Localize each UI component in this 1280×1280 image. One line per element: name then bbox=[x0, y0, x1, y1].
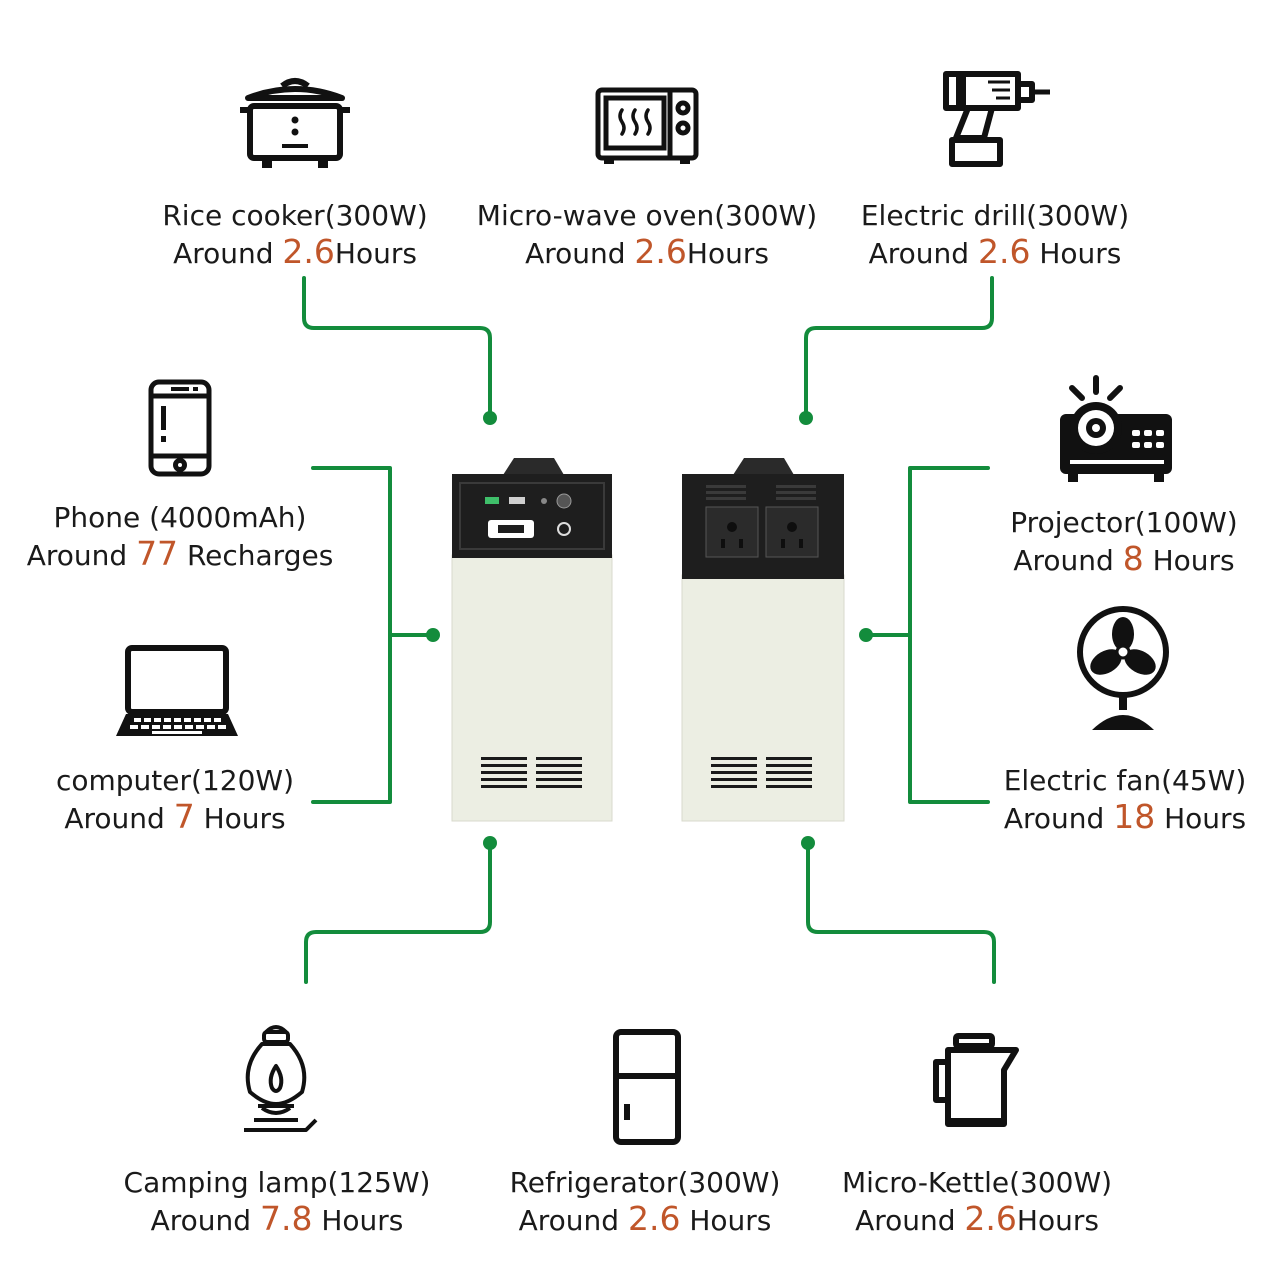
unit-body bbox=[451, 554, 613, 822]
laptop-icon bbox=[116, 645, 238, 736]
item-name: computer(120W) bbox=[55, 764, 294, 797]
label-micro-kettle: Micro-Kettle(300W) Around 2.6Hours bbox=[828, 1165, 1126, 1239]
label-projector: Projector(100W) Around 8 Hours bbox=[998, 505, 1250, 579]
power-station-right-unit bbox=[681, 458, 845, 822]
runtime-value: 77 bbox=[136, 534, 179, 573]
lantern-icon bbox=[244, 1025, 318, 1132]
connector-rice-cooker bbox=[302, 276, 492, 420]
label-rice-cooker: Rice cooker(300W) Around 2.6Hours bbox=[150, 198, 440, 272]
usb-port-icon bbox=[485, 497, 499, 504]
ac-outlet-icon bbox=[765, 506, 819, 558]
runtime-value: 7.8 bbox=[259, 1199, 313, 1238]
item-name: Micro-Kettle(300W) bbox=[841, 1166, 1113, 1199]
kettle-icon bbox=[933, 1033, 1019, 1127]
runtime-value: 7 bbox=[173, 797, 195, 836]
connector-right-bracket bbox=[864, 466, 990, 804]
item-name: Phone (4000mAh) bbox=[53, 501, 307, 534]
dc-port-icon bbox=[556, 493, 572, 509]
connector-dot bbox=[801, 836, 815, 850]
item-name: Micro-wave oven(300W) bbox=[476, 199, 818, 232]
unit-control-panel bbox=[452, 474, 612, 558]
drill-icon bbox=[943, 71, 1050, 167]
power-button-icon bbox=[557, 522, 571, 536]
label-camping-lamp: Camping lamp(125W) Around 7.8 Hours bbox=[110, 1165, 444, 1239]
runtime-value: 2.6 bbox=[964, 1199, 1017, 1238]
runtime-value: 18 bbox=[1113, 797, 1156, 836]
rice-cooker-icon bbox=[240, 78, 350, 168]
label-phone: Phone (4000mAh) Around 77 Recharges bbox=[16, 500, 344, 574]
runtime-value: 2.6 bbox=[977, 232, 1031, 271]
connector-dot bbox=[859, 628, 873, 642]
connector-left-bracket bbox=[311, 466, 435, 804]
item-name: Projector(100W) bbox=[1010, 506, 1238, 539]
unit-body bbox=[681, 574, 845, 822]
item-name: Camping lamp(125W) bbox=[123, 1166, 431, 1199]
item-name: Refrigerator(300W) bbox=[509, 1166, 781, 1199]
runtime-value: 2.6 bbox=[627, 1199, 681, 1238]
connector-camping-lamp bbox=[304, 841, 492, 984]
item-name: Rice cooker(300W) bbox=[162, 199, 428, 232]
runtime-value: 2.6 bbox=[634, 232, 687, 271]
connector-micro-kettle bbox=[806, 841, 996, 984]
runtime-value: 2.6 bbox=[282, 232, 335, 271]
phone-icon bbox=[148, 379, 212, 477]
usb-port-icon bbox=[509, 497, 525, 504]
refrigerator-icon bbox=[613, 1029, 681, 1145]
projector-icon bbox=[1060, 375, 1172, 482]
fan-icon bbox=[1077, 606, 1169, 730]
item-name: Electric fan(45W) bbox=[1003, 764, 1247, 797]
connector-dot bbox=[799, 411, 813, 425]
connector-electric-drill bbox=[804, 276, 994, 420]
connector-dot bbox=[426, 628, 440, 642]
power-station-left-unit bbox=[451, 458, 613, 822]
label-refrigerator: Refrigerator(300W) Around 2.6 Hours bbox=[495, 1165, 795, 1239]
microwave-icon bbox=[595, 87, 699, 164]
unit-handle bbox=[503, 458, 564, 475]
ac-outlet-icon bbox=[705, 506, 759, 558]
connector-dot bbox=[483, 836, 497, 850]
unit-handle bbox=[733, 458, 794, 475]
label-electric-drill: Electric drill(300W) Around 2.6 Hours bbox=[845, 198, 1145, 272]
label-microwave-oven: Micro-wave oven(300W) Around 2.6Hours bbox=[462, 198, 832, 272]
item-name: Electric drill(300W) bbox=[860, 199, 1130, 232]
label-computer: computer(120W) Around 7 Hours bbox=[45, 763, 305, 837]
connector-dot bbox=[483, 411, 497, 425]
label-electric-fan: Electric fan(45W) Around 18 Hours bbox=[994, 763, 1256, 837]
runtime-value: 8 bbox=[1122, 539, 1144, 578]
